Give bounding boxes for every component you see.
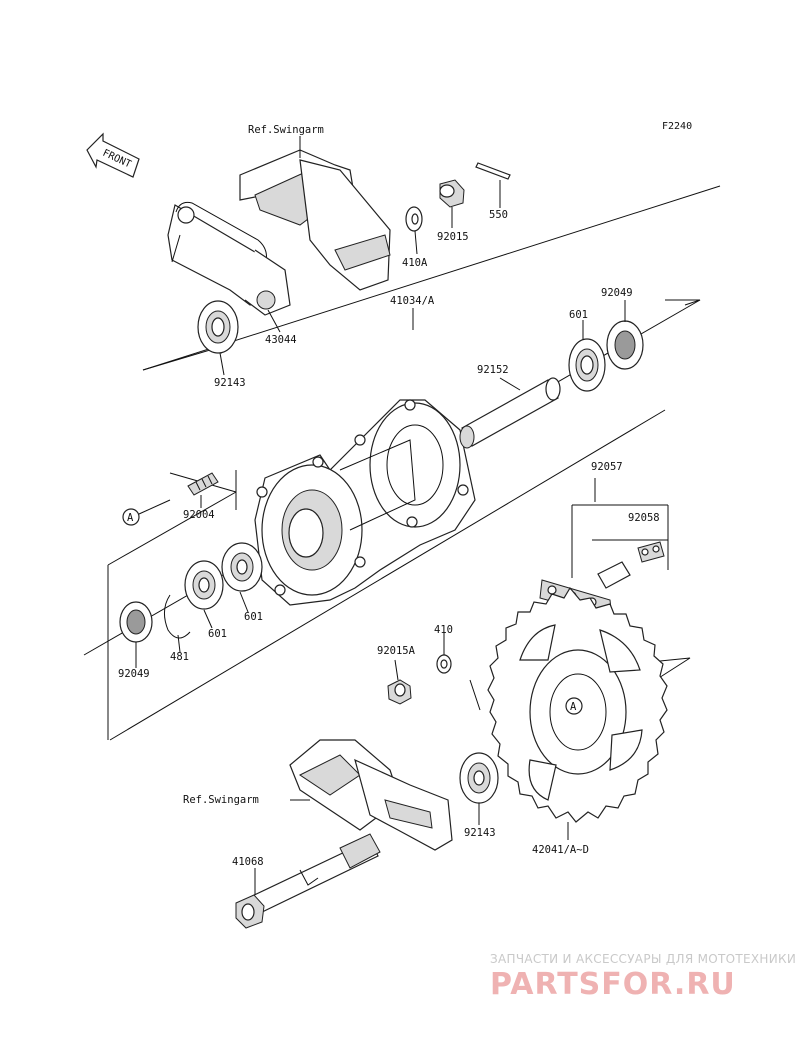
callout-a-right: A [565, 697, 583, 715]
axle-41068 [235, 833, 381, 929]
chain-joint-92058 [592, 505, 669, 589]
washer-410a [405, 206, 423, 232]
circlip-481 [164, 594, 191, 639]
part-410-label: 410 [434, 624, 453, 636]
part-601-mid-label: 601 [244, 611, 263, 623]
part-410a-label: 410A [402, 257, 428, 269]
cotter-pin-550 [475, 162, 511, 180]
nut-92015 [439, 179, 465, 208]
spacer-92152 [459, 377, 561, 449]
part-92049-top-label: 92049 [601, 287, 633, 299]
seal-92049-upper [606, 320, 644, 370]
seal-92143-upper [197, 300, 239, 354]
part-601-top-label: 601 [569, 309, 588, 321]
part-92004-label: 92004 [183, 509, 215, 521]
washer-410 [436, 654, 452, 674]
seal-92049-lower [119, 601, 153, 643]
leader-lines [135, 136, 626, 895]
part-481-label: 481 [170, 651, 189, 663]
watermark: ЗАПЧАСТИ И АКСЕССУАРЫ ДЛЯ МОТОТЕХНИКИ PA… [490, 952, 796, 1002]
part-41034a-label: 41034/A [390, 295, 435, 307]
ref-swingarm-bottom: Ref.Swingarm [183, 794, 259, 806]
bearing-601-upper [568, 338, 606, 392]
bearing-601-low [184, 560, 224, 610]
figure-code: F2240 [662, 121, 692, 132]
part-92058-label: 92058 [628, 512, 660, 524]
part-41068-label: 41068 [232, 856, 264, 868]
part-92143-bottom-label: 92143 [464, 827, 496, 839]
wheel-hub [254, 399, 476, 606]
swingarm-end-lower [289, 739, 453, 851]
part-92152-label: 92152 [477, 364, 509, 376]
watermark-tagline: ЗАПЧАСТИ И АКСЕССУАРЫ ДЛЯ МОТОТЕХНИКИ [490, 952, 796, 966]
part-92049-bottom-label: 92049 [118, 668, 150, 680]
part-43044-label: 43044 [265, 334, 297, 346]
part-550-label: 550 [489, 209, 508, 221]
watermark-brand: PARTSFOR.RU [490, 967, 736, 1002]
callout-a-right-letter: A [570, 701, 577, 713]
callout-a-left: A [122, 499, 171, 526]
nut-92015a [387, 679, 412, 705]
seal-92143-lower [459, 752, 499, 804]
part-42041-label: 42041/A~D [532, 844, 589, 856]
stud-92004 [187, 472, 219, 496]
part-92057-label: 92057 [591, 461, 623, 473]
part-601-low-label: 601 [208, 628, 227, 640]
callout-a-left-letter: A [127, 512, 134, 524]
part-92143-top-label: 92143 [214, 377, 246, 389]
ref-swingarm-top: Ref.Swingarm [248, 124, 324, 136]
bearing-601-mid [221, 542, 263, 592]
part-92015-label: 92015 [437, 231, 469, 243]
front-arrow-icon: FRONT [86, 132, 140, 178]
part-92015a-label: 92015A [377, 645, 416, 657]
swingarm-end-upper [167, 149, 391, 316]
